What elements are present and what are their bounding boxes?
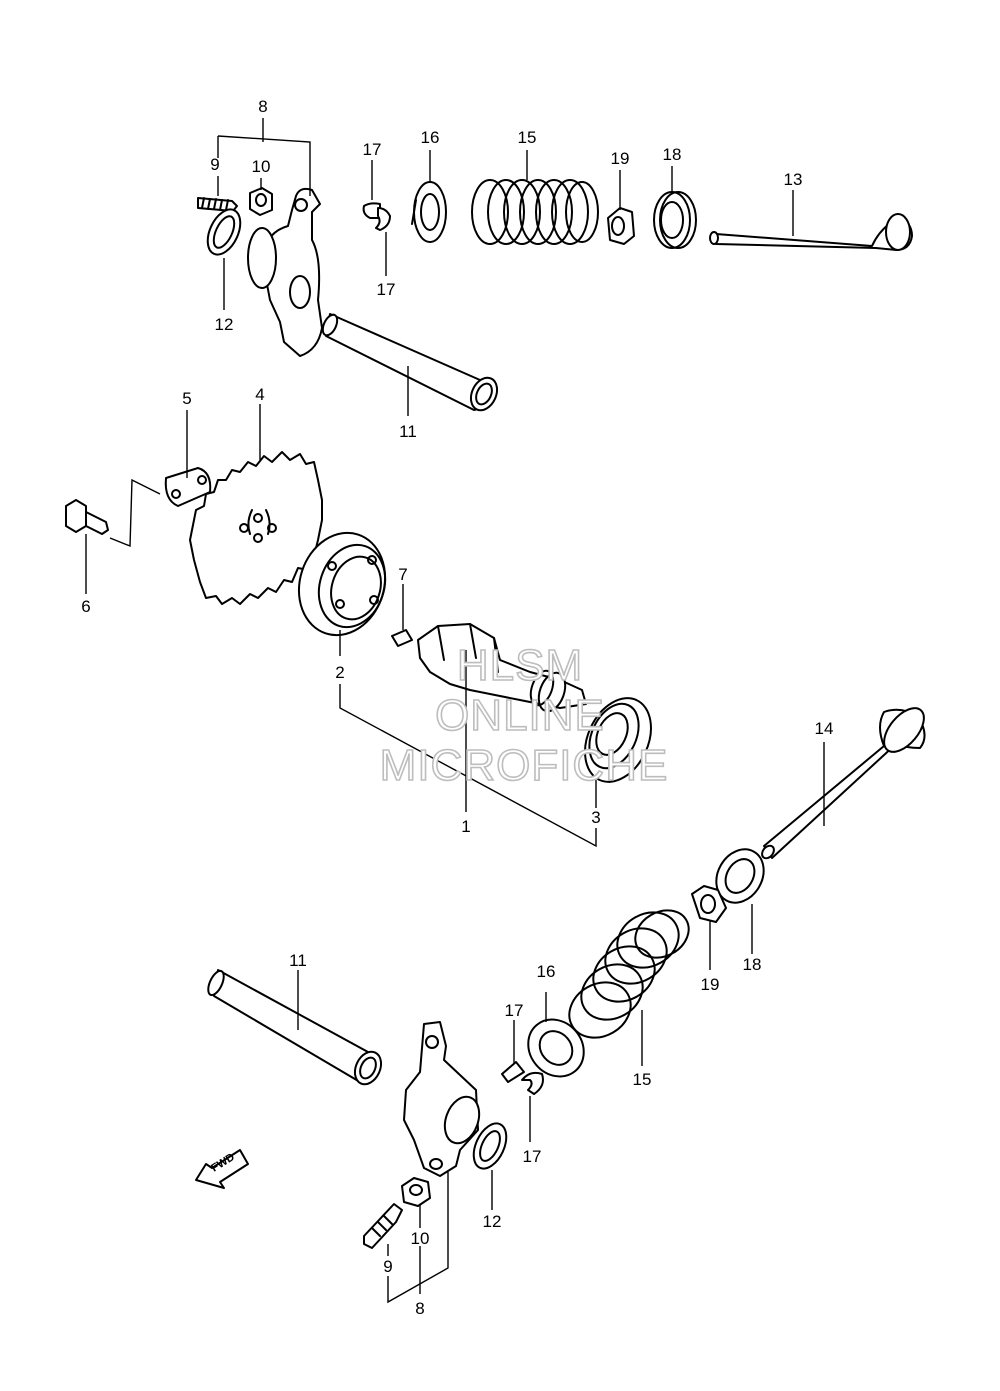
callout-7: 7	[398, 565, 407, 584]
part-5-sprocket-plate	[164, 467, 212, 507]
part-4-cam-sprocket	[189, 451, 323, 605]
part-12-washer-bottom	[472, 1122, 508, 1170]
callout-14: 14	[815, 719, 834, 738]
part-15-valve-spring-top	[471, 179, 599, 245]
watermark: HLSM ONLINE MICROFICHE	[379, 640, 669, 791]
callout-8-top: 8	[258, 97, 267, 116]
part-18-spring-seat-top	[653, 191, 697, 249]
callout-6: 6	[81, 597, 90, 616]
part-19-stem-seal-top	[607, 207, 635, 245]
fwd-arrow-icon: FWD	[195, 1149, 249, 1189]
part-16-spring-retainer-bottom	[527, 1018, 585, 1078]
leader-lines	[85, 118, 825, 1304]
callout-12-bottom: 12	[483, 1212, 502, 1231]
callout-18-top: 18	[663, 145, 682, 164]
callout-13: 13	[784, 170, 803, 189]
part-8-rocker-arm-top	[247, 187, 323, 357]
callout-15-top: 15	[518, 128, 537, 147]
callout-18-bottom: 18	[743, 955, 762, 974]
part-7-dowel-pin	[391, 629, 413, 647]
callout-9-top: 9	[210, 155, 219, 174]
part-1-camshaft	[417, 623, 587, 713]
callout-17-top-a: 17	[363, 140, 382, 159]
part-2-bearing-left	[297, 531, 387, 637]
callout-labels: 8 9 10 12 17 17 16 15 19 18 13 11 5 4 6 …	[81, 97, 833, 1318]
part-8-rocker-arm-bottom	[403, 1021, 481, 1177]
part-17-valve-cotter-bottom	[501, 1061, 544, 1095]
callout-4: 4	[255, 385, 264, 404]
callout-16-top: 16	[421, 128, 440, 147]
callout-19-bottom: 19	[701, 975, 720, 994]
part-18-spring-seat-bottom	[715, 848, 765, 904]
part-6-bolt	[65, 499, 109, 535]
part-13-valve-top	[709, 213, 913, 251]
callout-10-bottom: 10	[411, 1229, 430, 1248]
part-11-rocker-shaft-bottom	[207, 969, 383, 1086]
part-11-rocker-shaft-top	[321, 313, 499, 412]
callout-17-bottom-b: 17	[523, 1147, 542, 1166]
watermark-line3: MICROFICHE	[380, 741, 669, 790]
part-16-spring-retainer-top	[411, 181, 447, 243]
callout-1: 1	[461, 817, 470, 836]
part-9-adjusting-screw-top	[197, 197, 238, 212]
callout-8-bottom: 8	[415, 1299, 424, 1318]
part-15-valve-spring-bottom	[568, 909, 690, 1039]
part-14-valve-bottom	[761, 707, 926, 860]
callout-3: 3	[591, 808, 600, 827]
callout-9-bottom: 9	[383, 1257, 392, 1276]
callout-16-bottom: 16	[537, 962, 556, 981]
callout-15-bottom: 15	[633, 1070, 652, 1089]
callout-12-top: 12	[215, 315, 234, 334]
watermark-line2: ONLINE	[435, 691, 605, 740]
part-9-adjusting-screw-bottom	[363, 1203, 403, 1249]
part-19-stem-seal-bottom	[691, 885, 727, 923]
callout-11-bottom: 11	[289, 951, 307, 970]
callout-17-bottom-a: 17	[505, 1001, 524, 1020]
callout-5: 5	[182, 389, 191, 408]
callout-11-top: 11	[399, 422, 417, 441]
part-17-valve-cotter-top	[362, 202, 391, 231]
part-3-bearing-right	[584, 697, 652, 783]
part-10-locknut-bottom	[401, 1177, 431, 1207]
part-12-washer-top	[206, 208, 242, 256]
callout-17-top-b: 17	[377, 280, 396, 299]
callout-10-top: 10	[252, 157, 271, 176]
part-10-locknut-top	[249, 187, 273, 216]
callout-19-top: 19	[611, 149, 630, 168]
watermark-line1: HLSM	[457, 641, 583, 690]
callout-2: 2	[335, 663, 344, 682]
